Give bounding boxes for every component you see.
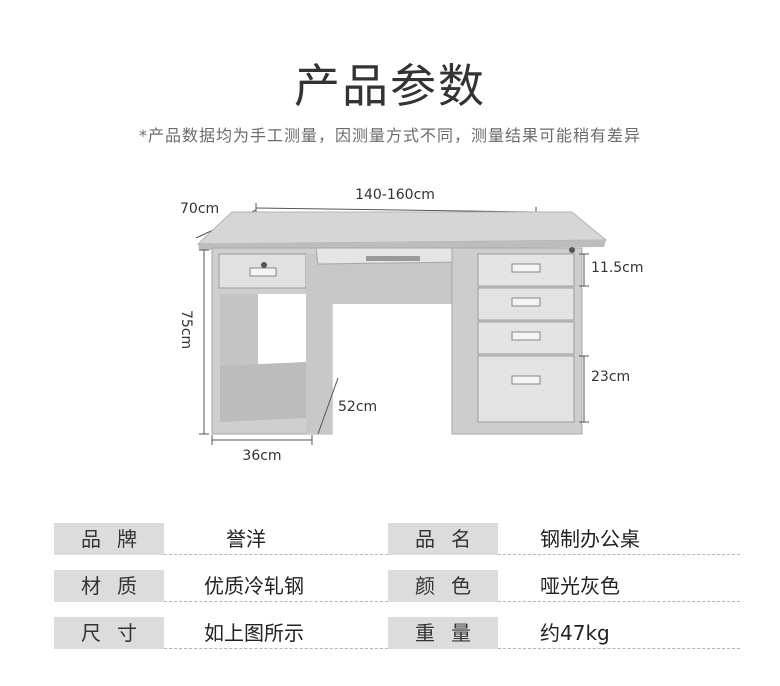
divider	[498, 601, 740, 602]
spec-row: 材质 优质冷轧钢 颜色 哑光灰色	[54, 570, 740, 602]
spec-label: 品牌	[54, 523, 164, 555]
spec-row: 尺寸 如上图所示 重量 约47kg	[54, 617, 740, 649]
dim-height: 75cm	[178, 310, 194, 349]
spec-label: 重量	[388, 617, 498, 649]
spec-value: 钢制办公桌	[540, 527, 640, 551]
spec-value: 约47kg	[540, 621, 610, 645]
spec-label: 颜色	[388, 570, 498, 602]
divider	[498, 554, 740, 555]
page-title: 产品参数	[294, 59, 486, 113]
dim-side-width: 36cm	[242, 448, 281, 464]
dim-depth: 70cm	[180, 201, 219, 217]
page-subtitle: *产品数据均为手工测量，因测量方式不同，测量结果可能稍有差异	[138, 126, 641, 145]
spec-value: 优质冷轧钢	[204, 574, 304, 598]
spec-value: 如上图所示	[204, 621, 304, 645]
spec-value: 哑光灰色	[540, 574, 620, 598]
spec-label: 尺寸	[54, 617, 164, 649]
spec-row: 品牌 誉洋 品名 钢制办公桌	[54, 523, 740, 555]
divider	[164, 601, 388, 602]
dim-drawer-large: 23cm	[591, 369, 630, 385]
divider	[498, 648, 740, 649]
dim-side-depth: 52cm	[338, 399, 377, 415]
dim-drawer-small: 11.5cm	[591, 260, 644, 276]
spec-label: 品名	[388, 523, 498, 555]
spec-label: 材质	[54, 570, 164, 602]
dim-width: 140-160cm	[355, 187, 435, 203]
desk-diagram: 140-160cm 70cm 11.5cm 23cm 75cm 52cm 36c	[178, 187, 644, 464]
divider	[164, 648, 388, 649]
divider	[164, 554, 388, 555]
spec-value: 誉洋	[226, 527, 266, 551]
